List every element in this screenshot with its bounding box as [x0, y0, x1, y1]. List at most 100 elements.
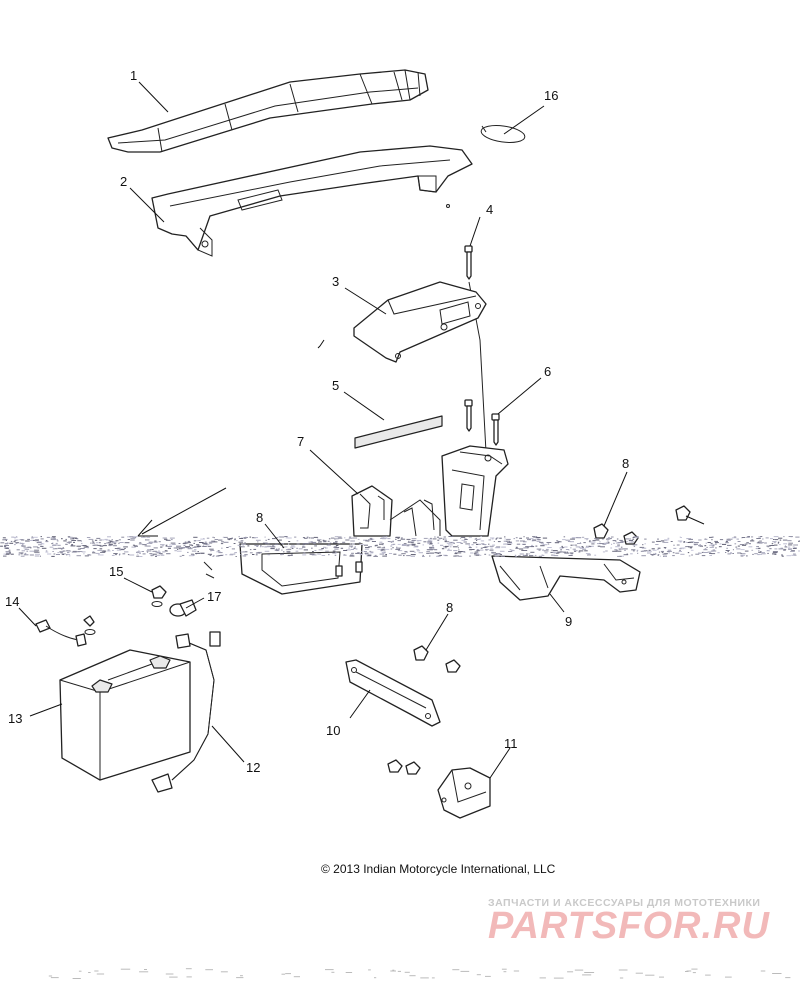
noise-speck: [777, 541, 780, 543]
noise-speck: [620, 542, 623, 543]
noise-speck: [547, 543, 550, 545]
noise-speck: [704, 548, 707, 550]
noise-speck: [60, 548, 63, 550]
noise-speck: [485, 549, 488, 551]
noise-speck: [363, 544, 368, 546]
noise-speck: [213, 537, 215, 539]
noise-speck: [573, 537, 576, 539]
noise-speck: [160, 546, 163, 548]
noise-speck: [762, 538, 764, 540]
noise-speck: [33, 551, 39, 553]
noise-speck: [463, 541, 467, 543]
noise-speck: [385, 554, 387, 556]
noise-speck: [479, 538, 482, 540]
noise-speck: [116, 549, 122, 551]
scan-speck: [236, 977, 244, 979]
noise-speck: [334, 538, 337, 540]
part-12-cable: [151, 631, 221, 793]
noise-speck: [683, 541, 686, 542]
noise-speck: [744, 543, 748, 545]
noise-speck: [602, 551, 606, 553]
noise-speck: [304, 543, 309, 545]
noise-speck: [65, 538, 67, 540]
noise-speck: [288, 541, 291, 542]
noise-speck: [422, 556, 425, 557]
noise-speck: [40, 545, 44, 547]
noise-speck: [701, 555, 706, 557]
noise-speck: [298, 548, 303, 550]
noise-speck: [481, 543, 485, 545]
noise-speck: [547, 547, 552, 548]
noise-speck: [469, 555, 471, 557]
noise-speck: [714, 542, 719, 544]
noise-speck: [326, 544, 331, 546]
noise-speck: [240, 554, 242, 556]
noise-speck: [637, 552, 639, 554]
noise-speck: [14, 544, 16, 546]
noise-speck: [318, 541, 322, 543]
noise-speck: [530, 551, 535, 553]
part-8-center: [203, 543, 363, 595]
noise-speck: [205, 542, 208, 544]
noise-speck: [28, 546, 31, 548]
noise-speck: [737, 552, 742, 554]
noise-speck: [688, 541, 694, 543]
scan-noise-band: [0, 536, 800, 557]
noise-speck: [707, 551, 712, 553]
noise-speck: [688, 538, 693, 540]
noise-speck: [532, 536, 535, 538]
part-1-cover: [107, 69, 429, 153]
noise-speck: [156, 552, 161, 554]
noise-speck: [617, 544, 620, 546]
noise-speck: [408, 540, 410, 542]
noise-speck: [53, 553, 56, 555]
noise-speck: [572, 544, 575, 546]
noise-speck: [632, 537, 635, 538]
noise-speck: [52, 542, 54, 544]
noise-speck: [730, 552, 732, 554]
callout-7: 7: [297, 434, 304, 449]
scan-speck: [785, 977, 791, 979]
noise-speck: [334, 546, 336, 548]
noise-speck: [409, 550, 415, 552]
noise-speck: [34, 549, 40, 551]
noise-speck: [569, 552, 574, 554]
noise-speck: [612, 540, 616, 542]
noise-speck: [209, 548, 214, 550]
noise-speck: [506, 543, 512, 545]
noise-speck: [632, 544, 638, 546]
noise-speck: [221, 547, 223, 549]
noise-speck: [213, 555, 215, 557]
noise-speck: [532, 539, 537, 541]
noise-speck: [240, 546, 245, 548]
noise-speck: [445, 539, 447, 541]
noise-speck: [11, 536, 14, 538]
noise-speck: [747, 536, 750, 537]
noise-speck: [760, 536, 763, 537]
noise-speck: [574, 544, 578, 546]
noise-speck: [103, 551, 106, 553]
noise-speck: [350, 546, 353, 548]
noise-speck: [793, 553, 796, 555]
noise-speck: [5, 551, 11, 553]
noise-speck: [491, 538, 494, 540]
noise-speck: [563, 536, 566, 538]
noise-speck: [16, 539, 19, 541]
noise-speck: [252, 537, 256, 539]
noise-speck: [730, 553, 732, 554]
noise-speck: [397, 540, 401, 542]
noise-speck: [350, 540, 355, 542]
scan-speck: [582, 974, 592, 976]
noise-speck: [578, 547, 582, 549]
noise-speck: [648, 549, 651, 551]
noise-speck: [751, 539, 754, 541]
noise-speck: [426, 549, 430, 551]
noise-speck: [678, 551, 682, 552]
noise-speck: [777, 542, 779, 544]
noise-speck: [718, 546, 722, 548]
noise-speck: [309, 553, 315, 555]
noise-speck: [464, 538, 467, 540]
noise-speck: [496, 537, 499, 539]
noise-speck: [288, 543, 290, 545]
noise-speck: [66, 554, 68, 556]
